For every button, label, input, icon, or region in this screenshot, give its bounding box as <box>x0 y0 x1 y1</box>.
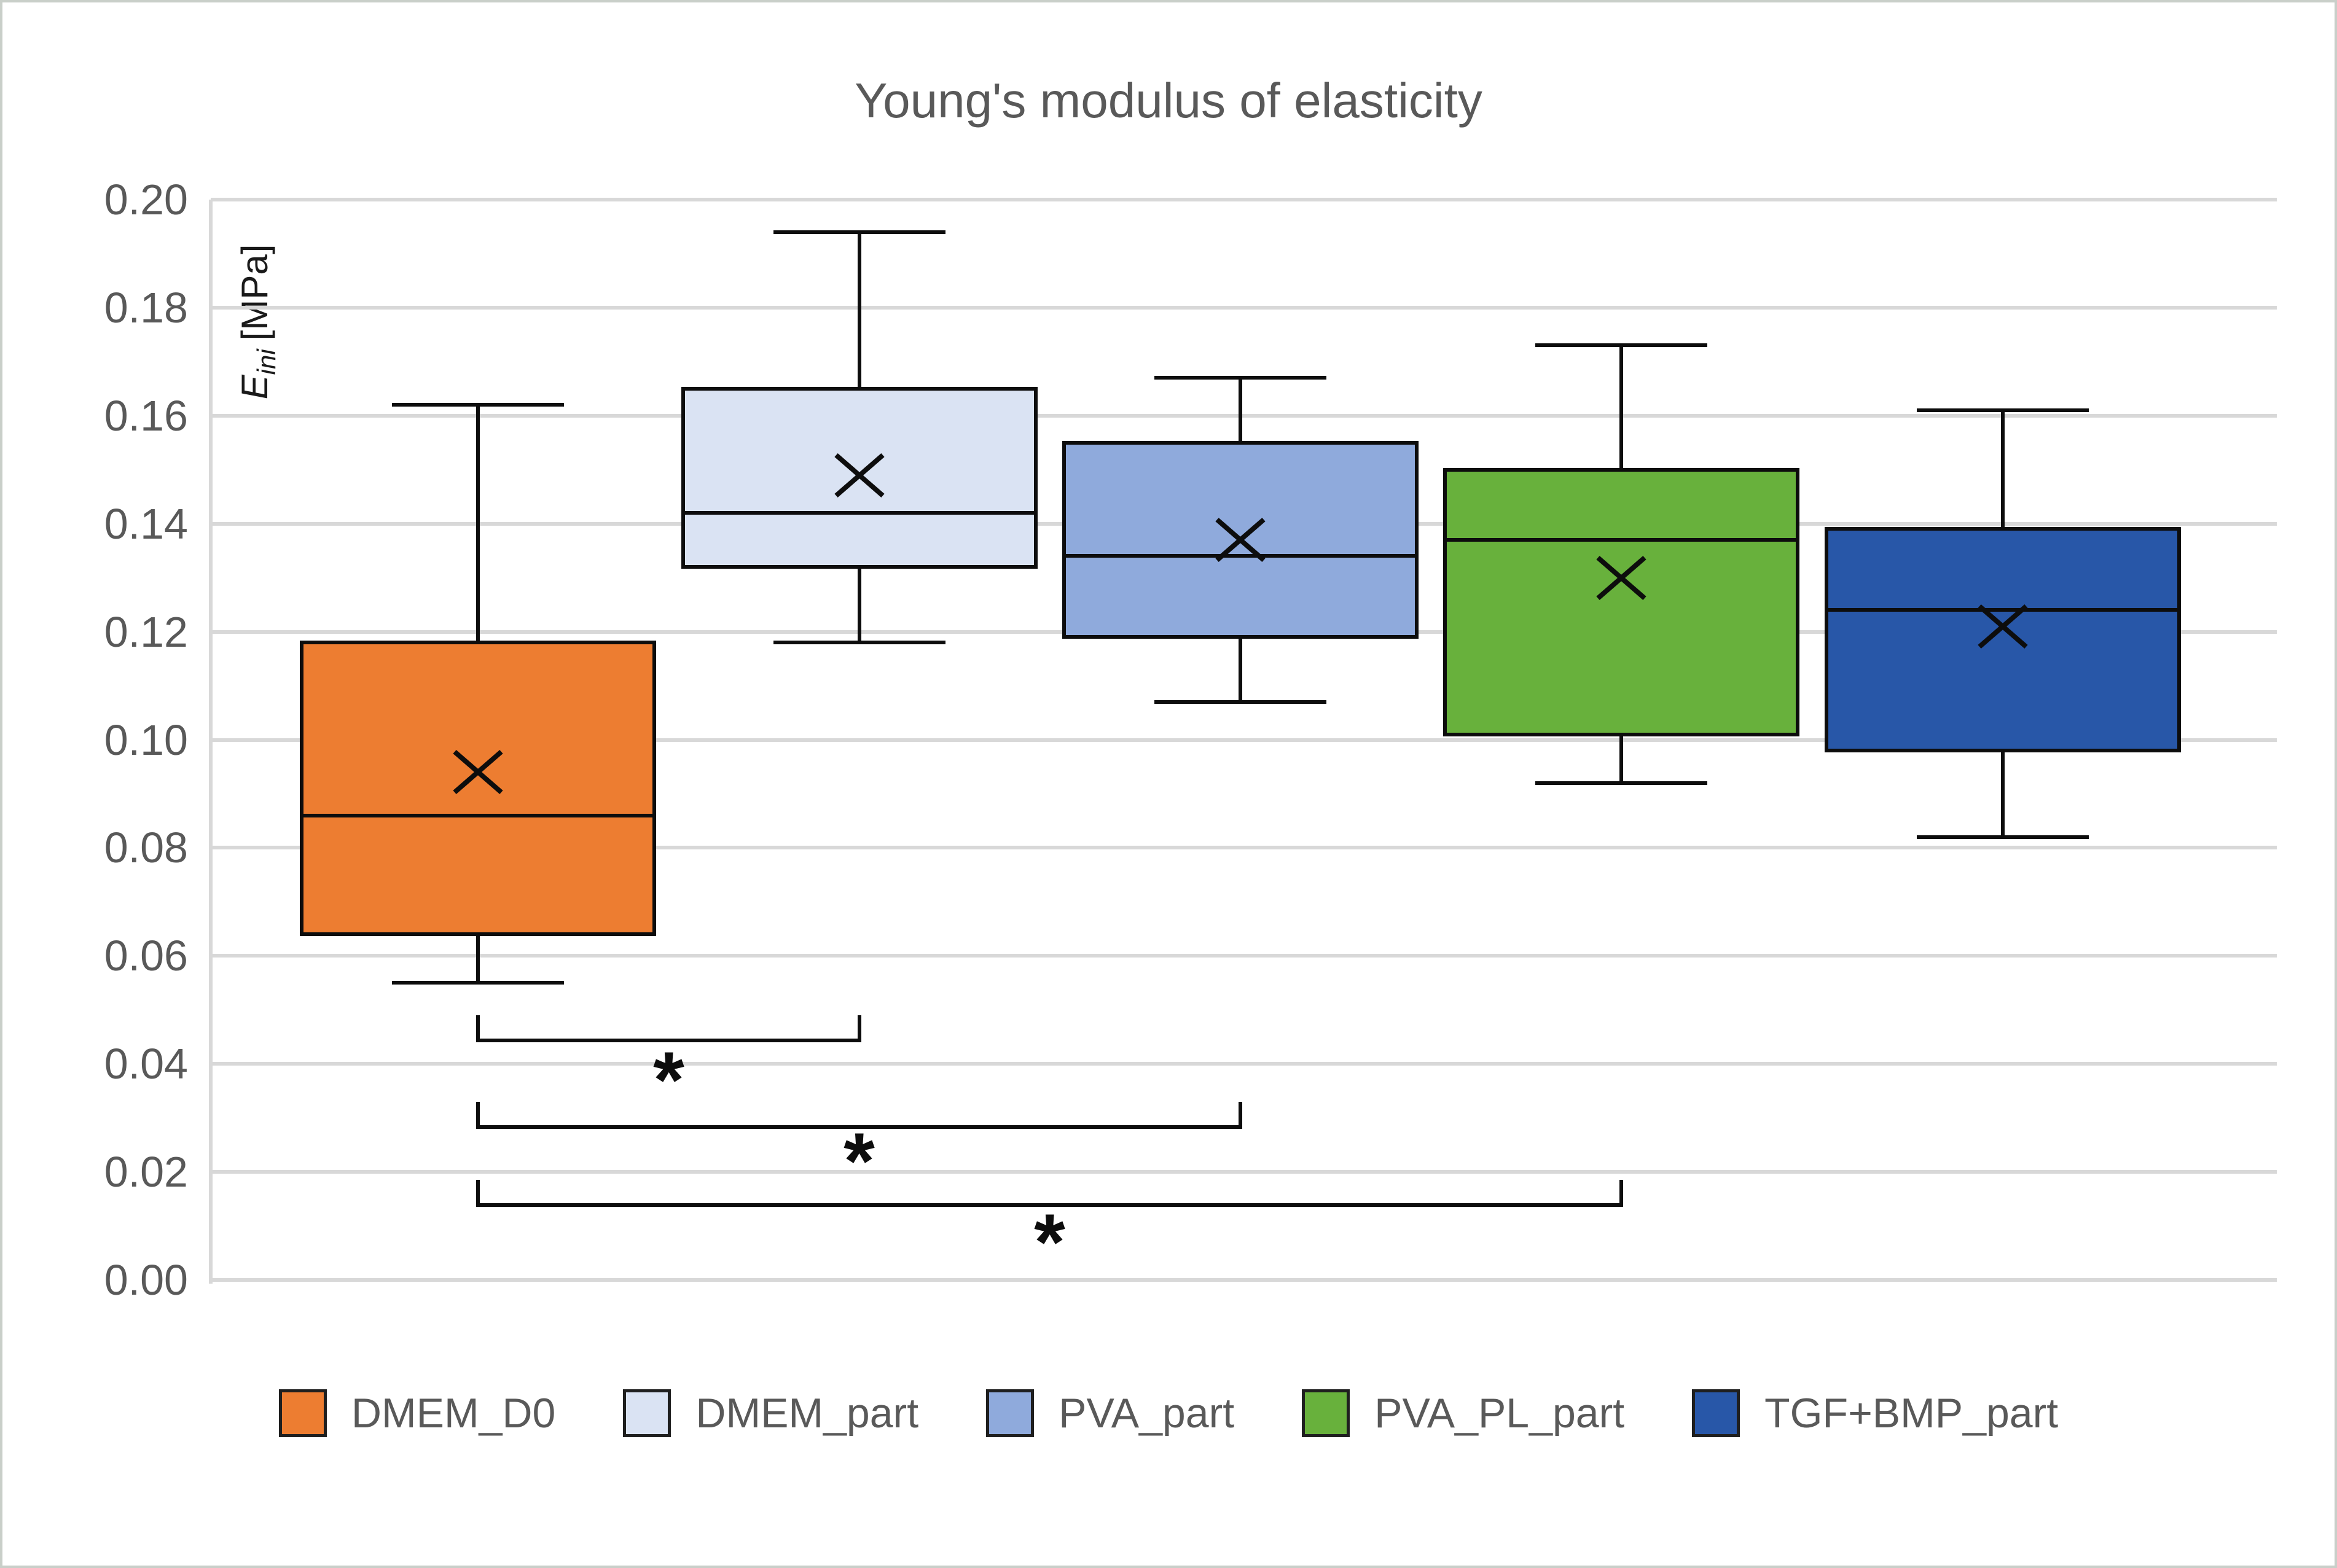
y-tick-0.18: 0.18 <box>104 283 188 332</box>
legend-item-PVA_PL_part: PVA_PL_part <box>1302 1389 1624 1437</box>
whisker-lower-cap-TGF+BMP_part <box>1917 835 2089 839</box>
y-tick-0.04: 0.04 <box>104 1040 188 1088</box>
box-TGF+BMP_part <box>1825 527 2181 753</box>
median-DMEM_D0 <box>300 813 656 817</box>
legend-label-PVA_part: PVA_part <box>1059 1390 1235 1437</box>
y-tick-0.00: 0.00 <box>104 1256 188 1304</box>
significance-bracket-2 <box>476 1101 1242 1129</box>
y-tick-0.02: 0.02 <box>104 1148 188 1196</box>
legend-label-DMEM_D0: DMEM_D0 <box>351 1390 556 1437</box>
y-tick-0.08: 0.08 <box>104 824 188 872</box>
gridline-0.04 <box>211 1062 2277 1066</box>
whisker-lower-cap-PVA_PL_part <box>1535 781 1707 785</box>
whisker-lower-line-TGF+BMP_part <box>2001 751 2005 837</box>
whisker-upper-cap-DMEM_D0 <box>392 403 564 407</box>
legend-label-PVA_PL_part: PVA_PL_part <box>1374 1390 1625 1437</box>
legend-swatch-DMEM_part <box>623 1389 671 1437</box>
y-axis-line <box>209 200 213 1284</box>
y-tick-0.20: 0.20 <box>104 176 188 224</box>
significance-bracket-3 <box>476 1180 1623 1207</box>
legend-swatch-DMEM_D0 <box>278 1389 327 1437</box>
median-DMEM_part <box>681 511 1038 515</box>
y-tick-0.12: 0.12 <box>104 607 188 656</box>
legend-label-DMEM_part: DMEM_part <box>695 1390 919 1437</box>
whisker-lower-line-PVA_PL_part <box>1619 734 1623 783</box>
mean-marker-TGF+BMP_part <box>1976 603 2030 653</box>
median-PVA_PL_part <box>1443 538 1799 542</box>
whisker-upper-cap-TGF+BMP_part <box>1917 408 2089 412</box>
y-axis-symbol: E <box>234 375 275 400</box>
y-tick-0.06: 0.06 <box>104 932 188 980</box>
y-tick-0.14: 0.14 <box>104 499 188 548</box>
gridline-0.10 <box>211 738 2277 742</box>
whisker-upper-line-PVA_part <box>1239 378 1242 443</box>
y-axis-unit: [MPa] <box>234 244 275 341</box>
legend-swatch-PVA_part <box>986 1389 1035 1437</box>
legend-item-PVA_part: PVA_part <box>986 1389 1234 1437</box>
y-axis-title: Eini [MPa] <box>230 193 285 451</box>
median-TGF+BMP_part <box>1825 608 2181 612</box>
whisker-upper-line-TGF+BMP_part <box>2001 410 2005 529</box>
legend-swatch-TGF+BMP_part <box>1692 1389 1740 1437</box>
significance-asterisk-2: * <box>844 1116 875 1206</box>
box-PVA_PL_part <box>1443 467 1799 736</box>
whisker-lower-line-PVA_part <box>1239 637 1242 702</box>
gridline-0.16 <box>211 413 2277 418</box>
mean-marker-PVA_part <box>1213 516 1267 567</box>
gridline-0.02 <box>211 1170 2277 1174</box>
mean-marker-DMEM_part <box>832 451 887 502</box>
legend-item-DMEM_part: DMEM_part <box>623 1389 918 1437</box>
significance-bracket-1 <box>476 1015 861 1042</box>
box-DMEM_D0 <box>300 641 656 937</box>
whisker-upper-cap-PVA_PL_part <box>1535 343 1707 348</box>
y-tick-0.10: 0.10 <box>104 716 188 764</box>
whisker-upper-line-PVA_PL_part <box>1619 345 1623 470</box>
gridline-0.18 <box>211 305 2277 310</box>
whisker-lower-cap-DMEM_part <box>773 641 945 645</box>
whisker-lower-line-DMEM_part <box>858 567 861 643</box>
mean-marker-DMEM_D0 <box>451 748 505 799</box>
legend: DMEM_D0 DMEM_part PVA_part PVA_PL_part TGF+B… <box>2 1389 2335 1437</box>
chart-title: Young's modulus of elasticity <box>855 73 1482 128</box>
whisker-lower-line-DMEM_D0 <box>476 934 480 983</box>
whisker-upper-line-DMEM_D0 <box>476 405 480 643</box>
gridline-0.08 <box>211 846 2277 850</box>
y-tick-0.16: 0.16 <box>104 391 188 440</box>
legend-swatch-PVA_PL_part <box>1302 1389 1350 1437</box>
gridline-0.06 <box>211 954 2277 958</box>
legend-label-TGF+BMP_part: TGF+BMP_part <box>1764 1390 2059 1437</box>
whisker-lower-cap-DMEM_D0 <box>392 981 564 985</box>
gridline-0.00 <box>211 1278 2277 1282</box>
y-axis-subscript: ini <box>252 349 281 375</box>
whisker-upper-cap-PVA_part <box>1154 376 1326 380</box>
whisker-lower-cap-PVA_part <box>1154 700 1326 704</box>
box-PVA_part <box>1062 440 1419 639</box>
mean-marker-PVA_PL_part <box>1594 554 1648 605</box>
median-PVA_part <box>1062 554 1419 558</box>
significance-asterisk-1: * <box>653 1035 684 1125</box>
legend-item-TGF+BMP_part: TGF+BMP_part <box>1692 1389 2058 1437</box>
whisker-upper-line-DMEM_part <box>858 232 861 389</box>
gridline-0.20 <box>211 198 2277 201</box>
whisker-upper-cap-DMEM_part <box>773 230 945 234</box>
legend-item-DMEM_D0: DMEM_D0 <box>278 1389 556 1437</box>
significance-asterisk-3: * <box>1034 1197 1065 1287</box>
